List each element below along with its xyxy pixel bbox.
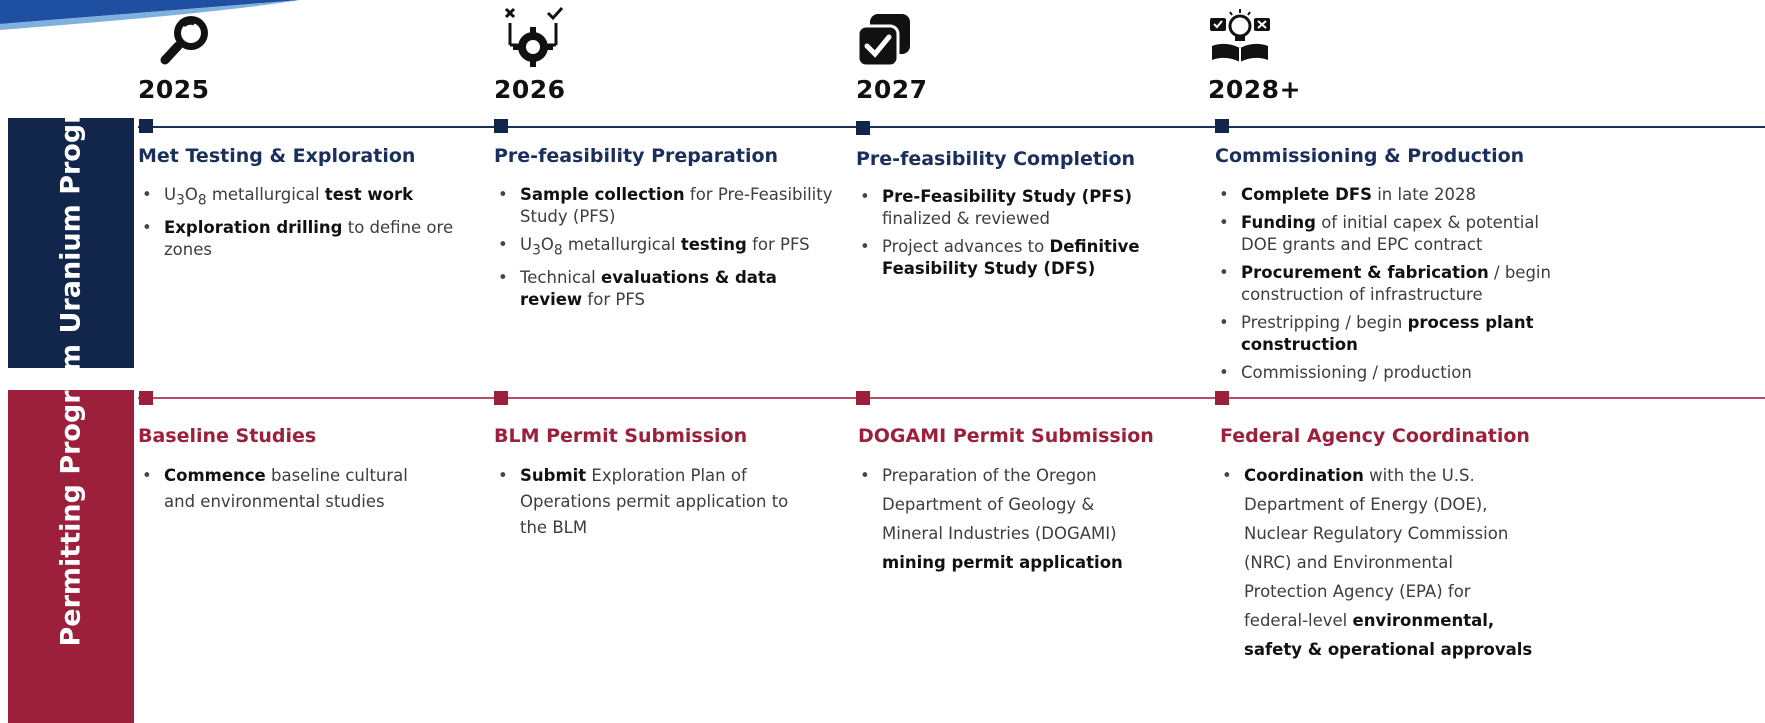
permitting-marker-2025 (139, 391, 153, 405)
permitting-marker-2027 (856, 391, 870, 405)
uranium-bullets-2028: Complete DFS in late 2028Funding of init… (1215, 184, 1560, 390)
uranium-marker-2026 (494, 119, 508, 133)
year-2027: 2027 (856, 75, 928, 104)
gear-decision-icon (504, 6, 564, 67)
uranium-title-2026: Pre-feasibility Preparation (494, 145, 779, 167)
bullet-item: Pre-Feasibility Study (PFS) finalized & … (856, 186, 1186, 230)
uranium-program-label: Uranium Program (8, 63, 134, 368)
permitting-bullets-2026: Submit Exploration Plan of Operations pe… (494, 463, 819, 541)
lightbulb-book-icon (1210, 9, 1270, 62)
header-swoosh (0, 0, 300, 30)
permitting-program-text: Permitting Program (55, 344, 87, 647)
uranium-title-2025: Met Testing & Exploration (138, 145, 416, 167)
uranium-bullets-2026: Sample collection for Pre-Feasibility St… (494, 184, 834, 317)
permitting-timeline-line (138, 397, 1765, 399)
uranium-program-text: Uranium Program (55, 63, 87, 333)
bullet-item: Project advances to Definitive Feasibili… (856, 236, 1186, 280)
uranium-marker-2027 (856, 121, 870, 135)
permitting-bullets-2028: Coordination with the U.S. Department of… (1218, 461, 1538, 664)
bullet-item: Coordination with the U.S. Department of… (1218, 461, 1538, 664)
uranium-title-2028: Commissioning & Production (1215, 145, 1525, 167)
bullet-item: Preparation of the Oregon Department of … (856, 461, 1146, 577)
permitting-title-2026: BLM Permit Submission (494, 425, 748, 447)
permitting-title-2028: Federal Agency Coordination (1220, 425, 1530, 447)
bullet-item: Submit Exploration Plan of Operations pe… (494, 463, 819, 541)
checkbox-stack-icon (856, 14, 910, 68)
uranium-title-2027: Pre-feasibility Completion (856, 148, 1136, 170)
uranium-bullets-2027: Pre-Feasibility Study (PFS) finalized & … (856, 186, 1186, 286)
permitting-marker-2028 (1215, 391, 1229, 405)
uranium-marker-2028 (1215, 119, 1229, 133)
year-2025: 2025 (138, 75, 210, 104)
bullet-item: Prestripping / begin process plant const… (1215, 312, 1560, 356)
bullet-item: Technical evaluations & data review for … (494, 267, 834, 311)
uranium-marker-2025 (139, 119, 153, 133)
uranium-bullets-2025: U3O8 metallurgical test workExploration … (138, 184, 468, 267)
bullet-item: Funding of initial capex & potential DOE… (1215, 212, 1560, 256)
uranium-timeline-line (138, 126, 1765, 128)
bullet-item: Exploration drilling to define ore zones (138, 217, 468, 261)
permitting-title-2027: DOGAMI Permit Submission (858, 425, 1154, 447)
bullet-item: U3O8 metallurgical test work (138, 184, 468, 211)
bullet-item: Commence baseline cultural and environme… (138, 463, 438, 515)
permitting-marker-2026 (494, 391, 508, 405)
permitting-bullets-2025: Commence baseline cultural and environme… (138, 463, 438, 515)
year-2026: 2026 (494, 75, 566, 104)
bullet-item: Sample collection for Pre-Feasibility St… (494, 184, 834, 228)
magnifier-icon (160, 16, 208, 65)
bullet-item: U3O8 metallurgical testing for PFS (494, 234, 834, 261)
permitting-program-label: Permitting Program (8, 344, 134, 723)
bullet-item: Complete DFS in late 2028 (1215, 184, 1560, 206)
year-2028: 2028+ (1208, 75, 1302, 104)
bullet-item: Commissioning / production (1215, 362, 1560, 384)
permitting-title-2025: Baseline Studies (138, 425, 317, 447)
bullet-item: Procurement & fabrication / begin constr… (1215, 262, 1560, 306)
permitting-bullets-2027: Preparation of the Oregon Department of … (856, 461, 1146, 577)
